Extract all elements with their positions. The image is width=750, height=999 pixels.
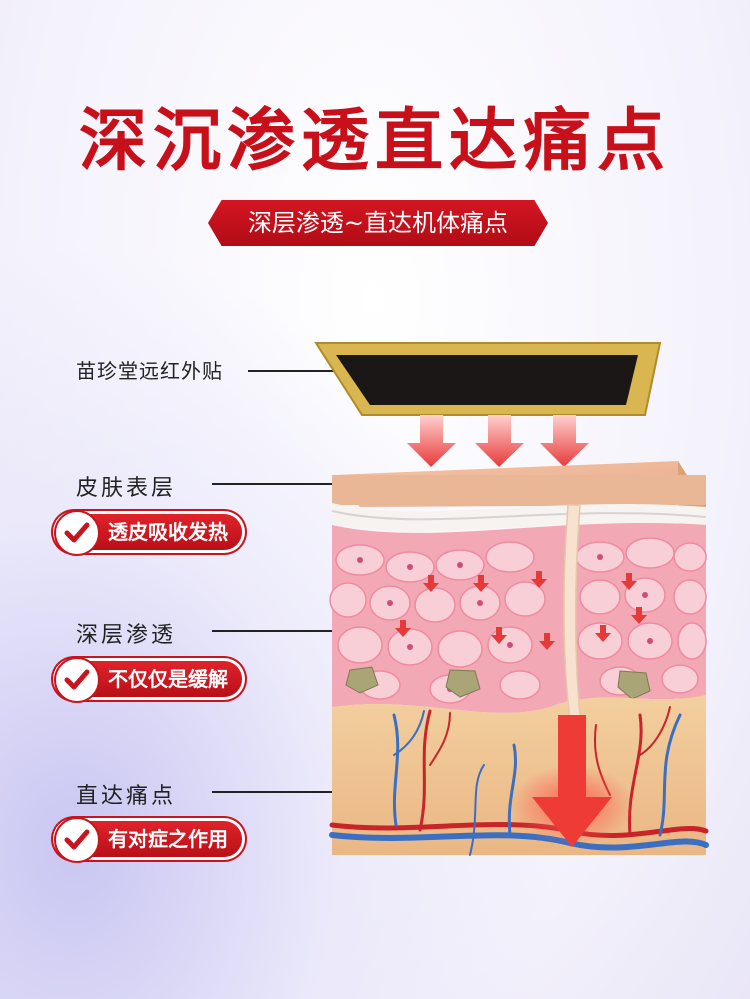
deep-heat-arrow — [510, 715, 634, 847]
check-icon — [54, 817, 100, 863]
heat-arrows — [407, 415, 589, 467]
page-title: 深沉渗透直达痛点 — [78, 102, 671, 181]
badge-transdermal: 透皮吸收发热 — [54, 510, 242, 556]
badge-text: 透皮吸收发热 — [108, 520, 228, 544]
layer-label-deep-penetration: 深层渗透 — [76, 623, 177, 648]
badge-not-only-relief: 不仅仅是缓解 — [54, 657, 242, 703]
pain-point-leader-line — [212, 791, 338, 793]
check-icon — [54, 657, 100, 703]
skin-surface-leader-line — [212, 483, 338, 485]
penetration-arrows — [395, 571, 647, 650]
patch-leader-line — [248, 370, 340, 372]
layer-label-skin-surface: 皮肤表层 — [76, 476, 177, 501]
layer-label-pain-point: 直达痛点 — [76, 784, 177, 809]
badge-targeted-effect: 有对症之作用 — [54, 817, 242, 863]
infrared-patch — [314, 342, 662, 416]
skin-cross-section-illustration — [314, 342, 709, 856]
deep-penetration-leader-line — [212, 630, 338, 632]
badge-text: 不仅仅是缓解 — [108, 667, 228, 691]
subtitle-banner: 深层渗透~直达机体痛点 — [208, 200, 548, 246]
check-icon — [54, 510, 100, 556]
badge-text: 有对症之作用 — [108, 827, 228, 851]
patch-label: 苗珍堂远红外贴 — [76, 359, 223, 383]
